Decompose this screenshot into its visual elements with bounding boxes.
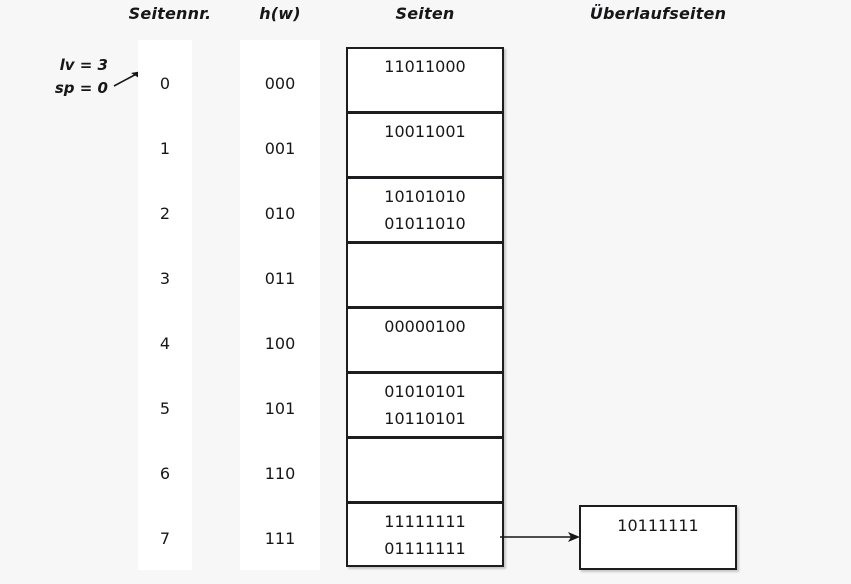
page-record: 01011010	[384, 214, 466, 233]
page-record: 10011001	[384, 122, 466, 141]
seitennr-cell: 2	[159, 204, 171, 223]
page-box: 11011000	[346, 47, 504, 112]
column-header-seitennr: Seitennr.	[128, 4, 212, 23]
param-lv-label: lv = 3	[59, 56, 108, 74]
column-header-hw: h(w)	[259, 4, 301, 23]
page-box-empty	[346, 437, 504, 502]
page-box: 10011001	[346, 112, 504, 177]
hw-column-background	[240, 40, 320, 570]
page-box: 01010101 10110101	[346, 372, 504, 437]
hw-cell: 100	[264, 334, 296, 353]
column-header-seiten: Seiten	[395, 4, 455, 23]
overflow-page-record: 10111111	[617, 516, 699, 535]
hw-cell: 001	[264, 139, 296, 158]
hw-cell: 101	[264, 399, 296, 418]
param-sp-label: sp = 0	[54, 79, 108, 97]
hw-cell: 000	[264, 74, 296, 93]
page-box-empty	[346, 242, 504, 307]
hw-cell: 011	[264, 269, 296, 288]
page-record: 10110101	[384, 409, 466, 428]
page-record: 00000100	[384, 317, 466, 336]
hw-cell: 010	[264, 204, 296, 223]
page-box: 10101010 01011010	[346, 177, 504, 242]
hw-cell: 111	[264, 529, 296, 548]
overflow-link-arrow-icon	[500, 532, 580, 542]
column-header-ueberlaufseiten: Überlaufseiten	[589, 4, 727, 23]
page-box: 11111111 01111111	[346, 502, 504, 567]
seitennr-cell: 6	[159, 464, 171, 483]
page-record: 10101010	[384, 187, 466, 206]
seitennr-cell: 5	[159, 399, 171, 418]
seitennr-cell: 4	[159, 334, 171, 353]
overflow-page-box: 10111111	[579, 505, 737, 570]
seitennr-cell: 3	[159, 269, 171, 288]
seitennr-cell: 0	[159, 74, 171, 93]
page-record: 11011000	[384, 57, 466, 76]
hw-cell: 110	[264, 464, 296, 483]
page-record: 01010101	[384, 382, 466, 401]
seitennr-cell: 7	[159, 529, 171, 548]
pages-stack: 11011000 10011001 10101010 01011010 0000…	[346, 47, 504, 567]
seitennr-cell: 1	[159, 139, 171, 158]
page-record: 01111111	[384, 539, 466, 558]
page-box: 00000100	[346, 307, 504, 372]
page-record: 11111111	[384, 512, 466, 531]
seitennr-column-background	[138, 40, 192, 570]
